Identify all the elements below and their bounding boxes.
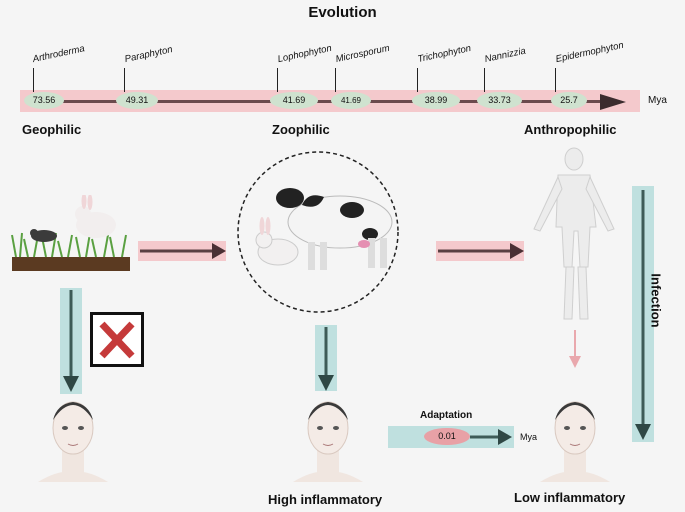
adaptation-value: 0.01 (424, 428, 470, 445)
arrow-down-icon (569, 330, 581, 368)
infection-label: Infection (648, 273, 664, 328)
genus-label-lophophyton: Lophophyton (276, 42, 333, 65)
arrow-down-icon (318, 327, 334, 391)
zoophilic-host-illustration (237, 151, 399, 313)
adaptation-unit: Mya (520, 432, 538, 442)
label-anthropophilic: Anthropophilic (524, 122, 617, 137)
tick-paraphyton (124, 68, 125, 92)
label-high-inflammatory: High inflammatory (268, 492, 383, 507)
tick-lophophyton (277, 68, 278, 92)
human-face-illustration (540, 401, 610, 482)
genus-label-microsporum: Microsporum (334, 42, 391, 65)
genus-label-nannizzia: Nannizzia (483, 45, 527, 65)
timeline-arrowhead-icon (600, 94, 626, 110)
label-low-inflammatory: Low inflammatory (514, 490, 626, 505)
value-lophophyton: 41.69 (270, 92, 318, 109)
label-geophilic: Geophilic (22, 122, 82, 137)
arrow-right-icon (470, 429, 512, 445)
arrow-down-icon (63, 290, 79, 392)
genus-label-epidermophyton: Epidermophyton (554, 39, 625, 65)
value-microsporum: 41.69 (331, 92, 371, 109)
no-infection-cross-icon (90, 312, 144, 367)
adaptation-label: Adaptation (420, 410, 473, 421)
tick-microsporum (335, 68, 336, 92)
arrow-right-icon (438, 243, 524, 259)
arrow-down-icon (635, 190, 651, 440)
value-nannizzia: 33.73 (477, 92, 522, 109)
human-face-illustration (38, 401, 108, 482)
soil-animals-illustration (11, 195, 130, 271)
timeline-line (25, 100, 615, 103)
value-arthroderma: 73.56 (24, 92, 64, 109)
genus-label-arthroderma: Arthroderma (31, 43, 86, 65)
genus-label-paraphyton: Paraphyton (123, 44, 174, 65)
tick-trichophyton (417, 68, 418, 92)
human-body-illustration (533, 147, 615, 320)
tick-nannizzia (484, 68, 485, 92)
arrow-right-icon (140, 243, 226, 259)
diagram-title: Evolution (308, 4, 377, 21)
label-zoophilic: Zoophilic (272, 122, 330, 137)
timeline-unit: Mya (648, 95, 667, 106)
tick-epidermophyton (555, 68, 556, 92)
value-paraphyton: 49.31 (116, 92, 158, 109)
genus-label-trichophyton: Trichophyton (416, 42, 473, 65)
value-trichophyton: 38.99 (412, 92, 460, 109)
human-face-illustration (293, 401, 363, 482)
value-epidermophyton: 25.7 (551, 92, 587, 109)
tick-arthroderma (33, 68, 34, 92)
